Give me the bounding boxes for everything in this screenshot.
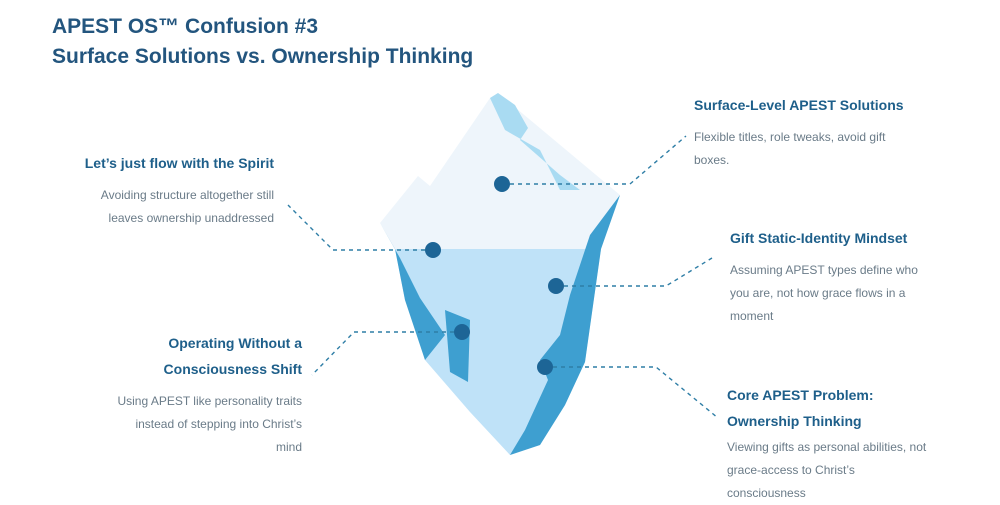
iceberg-tip (380, 93, 620, 249)
callout-heading: Let’s just flow with the Spirit (84, 155, 274, 171)
title-line-2: Surface Solutions vs. Ownership Thinking (52, 45, 474, 68)
marker-dot-flow-with-spirit (425, 242, 441, 258)
callout-body: Viewing gifts as personal abilities, not… (727, 440, 927, 500)
callout-body: Avoiding structure altogether still leav… (100, 188, 274, 225)
connector-consciousness-shift (311, 331, 462, 376)
callout-heading: Operating Without a Consciousness Shift (163, 335, 302, 377)
callout-body: Flexible titles, role tweaks, avoid gift… (694, 130, 886, 167)
connector-static-identity (556, 257, 713, 287)
marker-dot-consciousness-shift (454, 324, 470, 340)
connector-flow-with-spirit (287, 204, 433, 251)
marker-dot-static-identity (548, 278, 564, 294)
diagram-title: APEST OS™ Confusion #3 Surface Solutions… (52, 12, 473, 72)
title-line-1: APEST OS™ Confusion #3 (52, 15, 319, 38)
callout-consciousness-shift: Operating Without a Consciousness Shift … (112, 330, 302, 459)
callout-heading: Core APEST Problem: Ownership Thinking (727, 387, 874, 429)
callout-heading: Gift Static-Identity Mindset (730, 230, 908, 246)
connector-surface-solutions (502, 135, 687, 185)
callout-heading: Surface-Level APEST Solutions (694, 97, 904, 113)
callout-surface-solutions: Surface-Level APEST Solutions Flexible t… (694, 92, 909, 172)
callout-body: Assuming APEST types define who you are,… (730, 263, 918, 323)
iceberg-face-left (380, 223, 445, 360)
callout-ownership-thinking: Core APEST Problem: Ownership Thinking V… (727, 382, 927, 505)
callout-flow-with-spirit: Let’s just flow with the Spirit Avoiding… (82, 150, 274, 230)
marker-dot-surface-solutions (494, 176, 510, 192)
iceberg-tip-shade (490, 93, 580, 190)
callout-static-identity: Gift Static-Identity Mindset Assuming AP… (730, 225, 930, 328)
iceberg-face-right (510, 195, 620, 455)
callout-body: Using APEST like personality traits inst… (117, 394, 302, 454)
marker-dot-ownership-thinking (537, 359, 553, 375)
